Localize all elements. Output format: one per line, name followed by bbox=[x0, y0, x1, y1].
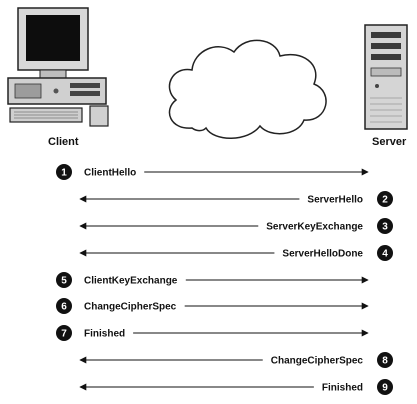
step-badge bbox=[377, 379, 393, 395]
message-label: Finished bbox=[84, 329, 125, 340]
message-row: 5 ClientKeyExchange bbox=[56, 272, 369, 288]
message-label: ChangeCipherSpec bbox=[84, 302, 177, 313]
client-label: Client bbox=[48, 136, 79, 148]
message-label: ClientHello bbox=[84, 168, 136, 179]
message-row: 2 ServerHello bbox=[79, 191, 393, 207]
step-number: 6 bbox=[61, 302, 67, 313]
message-label: ServerHello bbox=[307, 195, 363, 206]
step-number: 2 bbox=[382, 195, 388, 206]
step-badge bbox=[56, 164, 72, 180]
message-row: 8 ChangeCipherSpec bbox=[79, 352, 393, 368]
message-label: Finished bbox=[322, 383, 363, 394]
step-badge bbox=[56, 325, 72, 341]
step-badge bbox=[377, 218, 393, 234]
step-number: 1 bbox=[61, 168, 67, 179]
message-label: ClientKeyExchange bbox=[84, 276, 178, 287]
message-list: 1 ClientHello 2 ServerHello 3 ServerKeyExchan… bbox=[56, 164, 393, 395]
step-number: 4 bbox=[382, 249, 388, 260]
step-badge bbox=[56, 298, 72, 314]
step-badge bbox=[377, 191, 393, 207]
message-label: ChangeCipherSpec bbox=[271, 356, 364, 367]
step-badge bbox=[377, 245, 393, 261]
message-row: 1 ClientHello bbox=[56, 164, 369, 180]
server-label: Server bbox=[372, 136, 407, 148]
desktop-computer-icon bbox=[7, 7, 109, 127]
message-label: ServerKeyExchange bbox=[266, 222, 363, 233]
step-number: 9 bbox=[382, 383, 388, 394]
message-row: 6 ChangeCipherSpec bbox=[56, 298, 369, 314]
cloud-icon bbox=[168, 39, 327, 139]
server-tower-icon bbox=[364, 24, 408, 130]
step-badge bbox=[377, 352, 393, 368]
step-number: 8 bbox=[382, 356, 388, 367]
message-row: 7 Finished bbox=[56, 325, 369, 341]
message-label: ServerHelloDone bbox=[282, 249, 363, 260]
step-number: 3 bbox=[382, 222, 388, 233]
message-row: 9 Finished bbox=[79, 379, 393, 395]
step-number: 5 bbox=[61, 276, 67, 287]
message-row: 4 ServerHelloDone bbox=[79, 245, 393, 261]
message-row: 3 ServerKeyExchange bbox=[79, 218, 393, 234]
step-badge bbox=[56, 272, 72, 288]
step-number: 7 bbox=[61, 329, 67, 340]
